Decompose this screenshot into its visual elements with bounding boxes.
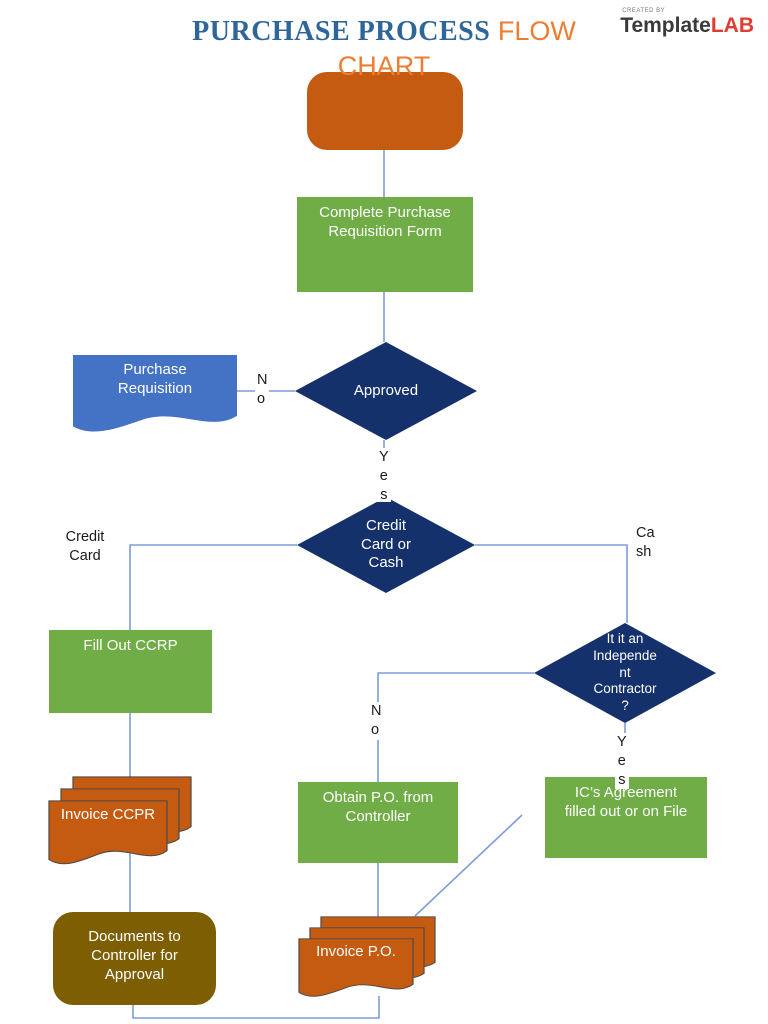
branch-label-yes-approved: Y e s	[377, 448, 391, 503]
credit-card-or-cash-label: Credit Card or Cash	[360, 516, 412, 572]
node-documents-to-controller: Documents to Controller for Approval	[53, 912, 216, 1005]
title-orange-text: FLOW	[490, 16, 576, 46]
document-shape	[298, 938, 414, 997]
node-fill-out-ccrp: Fill Out CCRP	[49, 630, 212, 713]
title-blue-text: PURCHASE PROCESS	[192, 16, 491, 47]
node-approved-label: Approved	[353, 381, 419, 399]
logo-created-by: CREATED BY	[622, 8, 666, 14]
node-start	[307, 72, 463, 150]
independent-contractor-label: It it an Independe nt Contractor ?	[593, 630, 657, 714]
logo-brand-main: Template	[620, 14, 711, 37]
purchase-requisition-label: Purchase Requisition	[117, 361, 193, 397]
document-shape	[48, 800, 168, 865]
logo-brand-accent: LAB	[710, 14, 754, 37]
node-invoice-ccpr-document: Invoice CCPR	[48, 800, 168, 870]
page-title-line1: PURCHASE PROCESS FLOW	[0, 16, 768, 51]
invoice-po-label: Invoice P.O.	[316, 943, 396, 960]
node-purchase-requisition-document: Purchase Requisition	[73, 355, 237, 439]
node-obtain-po-from-controller: Obtain P.O. from Controller	[298, 782, 458, 863]
page-title-line2: CHART	[337, 51, 431, 81]
node-invoice-po-document: Invoice P.O.	[298, 938, 414, 1002]
document-shape	[73, 355, 237, 432]
node-ics-agreement: IC’s Agreement filled out or on File	[545, 777, 707, 858]
branch-label-yes-contractor: Y e s	[615, 733, 629, 789]
branch-label-no-approved: N o	[255, 371, 270, 409]
branch-label-credit-card: Credit Card	[65, 529, 105, 564]
branch-label-cash: Ca sh	[636, 525, 655, 560]
page-title: PURCHASE PROCESS FLOW CHART	[0, 16, 768, 81]
invoice-ccpr-label: Invoice CCPR	[60, 806, 156, 823]
branch-label-no-contractor: N o	[369, 702, 384, 740]
node-complete-purchase-requisition-form: Complete Purchase Requisition Form	[297, 197, 473, 292]
